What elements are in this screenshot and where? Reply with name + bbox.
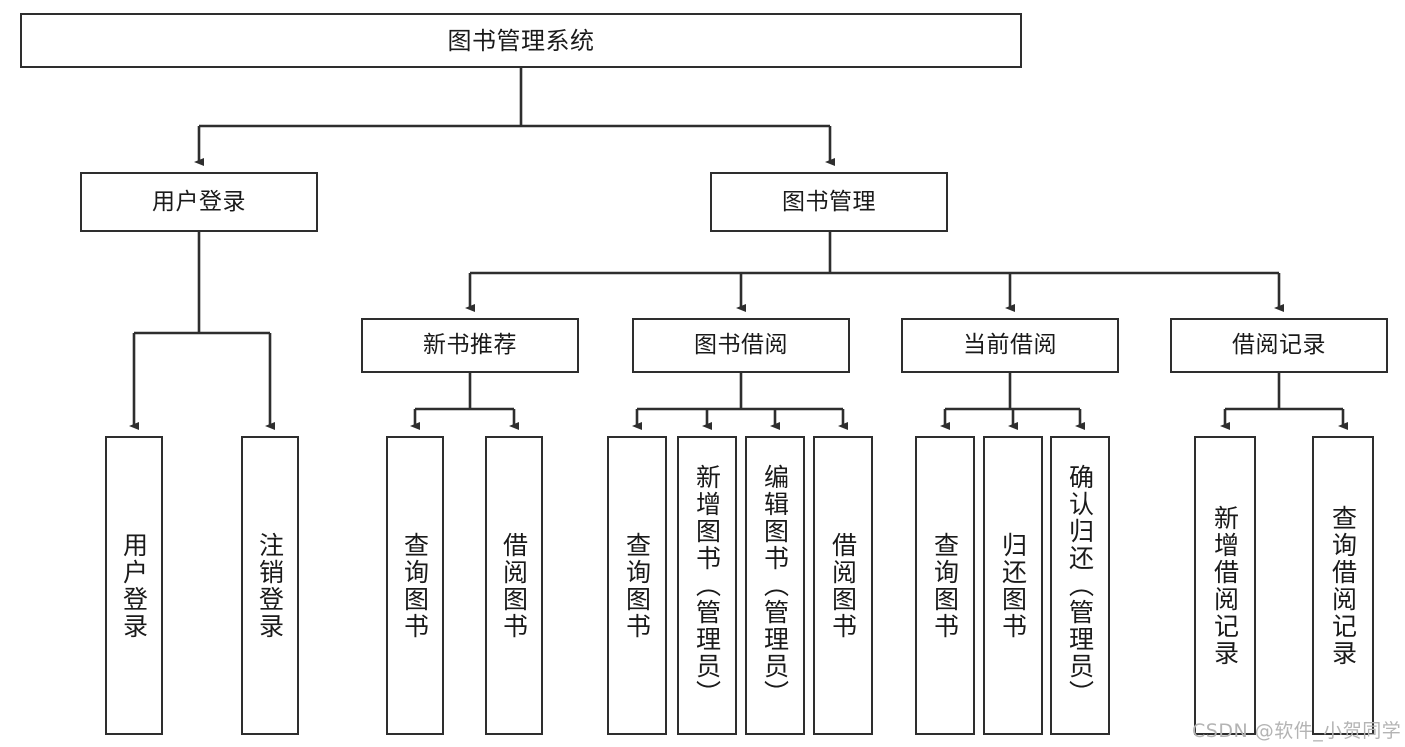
node-label: 编辑图书（管理员） [760,464,790,707]
node-leaf-query-record[interactable]: 查询借阅记录 [1312,436,1374,735]
node-book-borrow[interactable]: 图书借阅 [632,318,850,373]
node-leaf-query-book-1[interactable]: 查询图书 [386,436,444,735]
node-user-login[interactable]: 用户登录 [80,172,318,232]
node-label: 图书管理 [782,188,876,215]
node-new-book-rec[interactable]: 新书推荐 [361,318,579,373]
node-book-manage[interactable]: 图书管理 [710,172,948,232]
node-current-borrow[interactable]: 当前借阅 [901,318,1119,373]
node-label: 图书借阅 [694,332,788,358]
node-leaf-add-book[interactable]: 新增图书（管理员） [677,436,737,735]
node-leaf-borrow-book-1[interactable]: 借阅图书 [485,436,543,735]
node-label: 新书推荐 [423,332,517,358]
node-label: 查询图书 [622,531,652,640]
node-label: 用户登录 [152,188,246,215]
node-leaf-query-book-2[interactable]: 查询图书 [607,436,667,735]
node-label: 图书管理系统 [447,26,595,55]
node-leaf-add-record[interactable]: 新增借阅记录 [1194,436,1256,735]
node-label: 归还图书 [998,531,1028,640]
node-label: 借阅记录 [1232,332,1326,358]
node-leaf-logout[interactable]: 注销登录 [241,436,299,735]
node-label: 新增图书（管理员） [692,464,722,707]
node-label: 借阅图书 [828,531,858,640]
node-leaf-edit-book[interactable]: 编辑图书（管理员） [745,436,805,735]
node-leaf-confirm-return[interactable]: 确认归还（管理员） [1050,436,1110,735]
node-label: 新增借阅记录 [1210,504,1240,667]
watermark-text: CSDN @软件_小贺同学 [1192,720,1402,742]
node-label: 确认归还（管理员） [1065,464,1095,707]
node-label: 查询图书 [400,531,430,640]
node-borrow-record[interactable]: 借阅记录 [1170,318,1388,373]
node-label: 用户登录 [119,531,149,640]
node-label: 注销登录 [255,531,285,640]
node-label: 查询图书 [930,531,960,640]
node-leaf-query-book-3[interactable]: 查询图书 [915,436,975,735]
node-root-system[interactable]: 图书管理系统 [20,13,1022,68]
node-label: 借阅图书 [499,531,529,640]
node-label: 查询借阅记录 [1328,504,1358,667]
node-leaf-return-book[interactable]: 归还图书 [983,436,1043,735]
node-leaf-borrow-book-2[interactable]: 借阅图书 [813,436,873,735]
node-leaf-user-login[interactable]: 用户登录 [105,436,163,735]
node-label: 当前借阅 [963,332,1057,358]
